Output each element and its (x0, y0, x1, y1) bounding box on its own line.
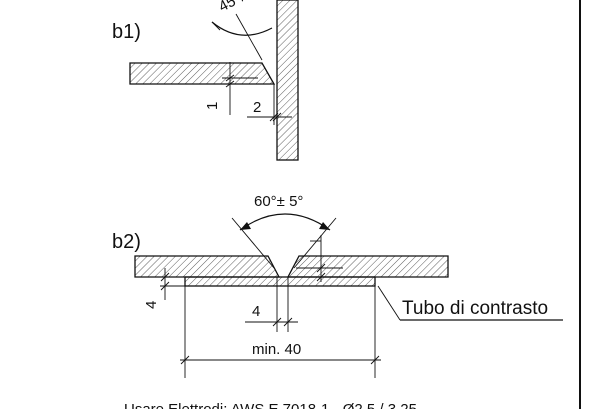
b2-dim4-left-tick-b (160, 281, 170, 291)
b2-angle-arrow-left (240, 222, 251, 230)
b2-gap-label: 4 (252, 303, 260, 320)
b1-dim2-tick-b (272, 112, 282, 122)
b2-right-plate (286, 255, 449, 278)
b2-min40-tick-b (370, 355, 380, 365)
b1-dim2-label: 2 (253, 99, 261, 116)
b2-gap-tick-b (283, 317, 293, 327)
label-b1: b1) (112, 21, 141, 43)
backing-tube-label: Tubo di contrasto (402, 298, 548, 319)
b1-vertical-plate (276, 0, 299, 161)
b2-root-tick-a (316, 263, 326, 273)
b2-angle-arc (239, 213, 331, 231)
b1-dim1-tick-b (225, 80, 235, 88)
b2-backing-strip (184, 276, 376, 287)
b2-angle-label: 60°± 5° (254, 193, 303, 210)
b2-angle-leader-right (293, 217, 337, 269)
b1-angle-label: 45°/50 (216, 0, 262, 16)
b1-horizontal-plate (129, 62, 276, 85)
b2-gap-tick-a (272, 317, 282, 327)
b2-angle-arrow-right (319, 222, 330, 230)
b2-min40-label: min. 40 (252, 341, 301, 358)
b1-angle-arc (211, 21, 273, 36)
b1-dim1-label: 1 (204, 102, 221, 110)
b1-dim1-tick-a (225, 74, 235, 82)
b1-dim2-tick-a (269, 112, 279, 122)
b2-dim4-left-tick-a (160, 272, 170, 282)
b2-left-plate (134, 255, 281, 278)
b2-angle-leader-left (231, 217, 275, 269)
b1-angle-tick (211, 21, 221, 31)
footer-note: Usare Elettrodi: AWS E 7018-1 - Ø2.5 / 3… (124, 401, 417, 409)
b2-dim4-left-label: 4 (143, 301, 160, 309)
b1-angle-leader (235, 13, 263, 61)
label-b2: b2) (112, 231, 141, 253)
b2-min40-tick-a (180, 355, 190, 365)
b2-root-tick-b (316, 272, 326, 282)
backing-tube-leader-diag (377, 285, 401, 321)
